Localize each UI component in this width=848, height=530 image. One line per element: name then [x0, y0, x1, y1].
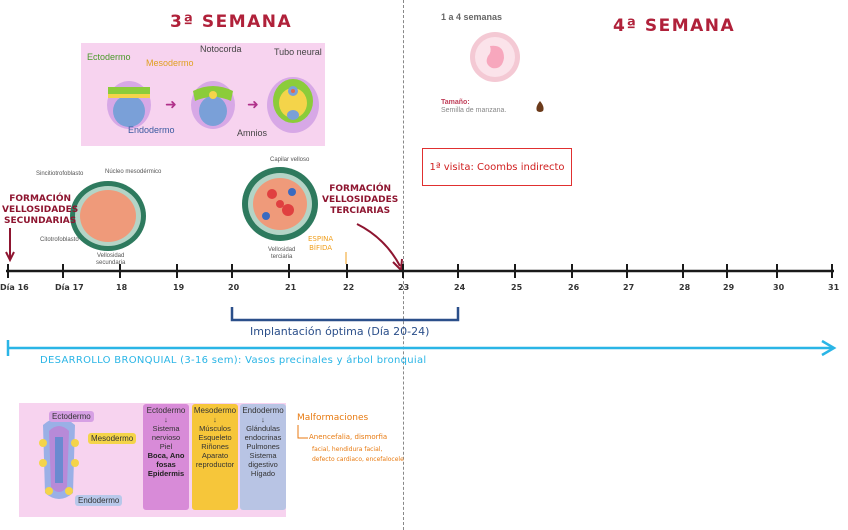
tick-label-30: 30 [773, 283, 785, 292]
malformations-line-2: facial, hendidura facial, [312, 446, 383, 453]
ectoderm-label: Ectodermo [87, 52, 131, 62]
secondary-villus-illustration [70, 181, 146, 251]
tick-label-20: 20 [228, 283, 240, 292]
mesoderm-label: Mesodermo [146, 58, 194, 68]
tick-label-31: 31 [828, 283, 840, 292]
size-value: Semilla de manzana. [441, 107, 507, 114]
apple-seed-icon [536, 101, 544, 112]
first-visit-text: 1ª visita: Coombs indirecto [429, 161, 565, 173]
tick-label-27: 27 [623, 283, 635, 292]
tertiary-villus-caption: Vellosidad terciaria [268, 247, 296, 260]
size-label: Tamaño: [441, 99, 470, 106]
mesoderm-core-label: Núcleo mesodérmico [105, 169, 162, 175]
endoderm-label: Endodermo [128, 125, 175, 135]
neural-tube-label: Tubo neural [274, 47, 322, 57]
notochord-label: Notocorda [200, 44, 242, 54]
implantation-label: Implantación óptima (Día 20-24) [250, 325, 430, 338]
endoderm-column: Endodermo ↓ Glándulas endocrinas Pulmone… [240, 404, 286, 510]
malformations-line-1: Anencefalia, dismorfia [309, 433, 388, 441]
tick-label-25: 25 [511, 283, 523, 292]
neurulation-illustration: ➜ ➜ [107, 77, 319, 133]
week-4-heading: 4ª SEMANA [613, 16, 736, 36]
tick-label-16: Día 16 [0, 283, 29, 292]
secondary-villus-caption: Vellosidad secundaria [96, 253, 126, 266]
svg-text:➜: ➜ [165, 96, 177, 112]
tertiary-villus-illustration [242, 167, 318, 241]
tick-label-22: 22 [343, 283, 355, 292]
tick-label-28: 28 [679, 283, 691, 292]
embryo-icon [470, 32, 520, 82]
bottom-ectoderm-label: Ectodermo [49, 411, 94, 422]
embryo-disc-illustration [39, 418, 79, 499]
svg-text:➜: ➜ [247, 96, 259, 112]
ectoderm-column: Ectodermo ↓ Sistema nervioso Piel Boca, … [143, 404, 189, 510]
info-card-header: 1 a 4 semanas [441, 12, 503, 22]
bottom-endoderm-label: Endodermo [75, 495, 123, 506]
tick-label-18: 18 [116, 283, 128, 292]
malformations-title: Malformaciones [297, 413, 369, 423]
tertiary-villi-formation-label: FORMACIÓN VELLOSIDADES TERCIARIAS [322, 184, 399, 216]
amnion-label: Amnios [237, 128, 268, 138]
capillary-label: Capilar velloso [270, 157, 310, 163]
implantation-bracket [230, 307, 460, 322]
tick-label-24: 24 [454, 283, 466, 292]
tick-label-17: Día 17 [55, 283, 84, 292]
tick-label-26: 26 [568, 283, 580, 292]
syncytiotrophoblast-label: Sincitiotrofoblasto [36, 171, 84, 177]
tick-label-21: 21 [285, 283, 297, 292]
bottom-mesoderm-label: Mesodermo [88, 433, 137, 444]
spina-bifida-label: ESPINA BÍFIDA [308, 235, 334, 252]
first-visit-box: 1ª visita: Coombs indirecto [422, 148, 572, 186]
tick-label-19: 19 [173, 283, 185, 292]
tick-label-29: 29 [723, 283, 735, 292]
secondary-villi-formation-label: FORMACIÓN VELLOSIDADES SECUNDARIAS [2, 194, 79, 226]
cytotrophoblast-label: Citotrofoblasto [40, 237, 79, 243]
neurulation-panel: ➜ ➜ [81, 43, 325, 146]
week-3-heading: 3ª SEMANA [170, 12, 293, 32]
mesoderm-column: Mesodermo ↓ Músculos Esqueleto Riñones A… [192, 404, 238, 510]
malformations-line-3: defecto cardiaco, encefalocele [312, 456, 404, 463]
tick-label-23: 23 [398, 283, 410, 292]
bronchial-development-label: DESARROLLO BRONQUIAL (3-16 sem): Vasos p… [40, 355, 427, 366]
